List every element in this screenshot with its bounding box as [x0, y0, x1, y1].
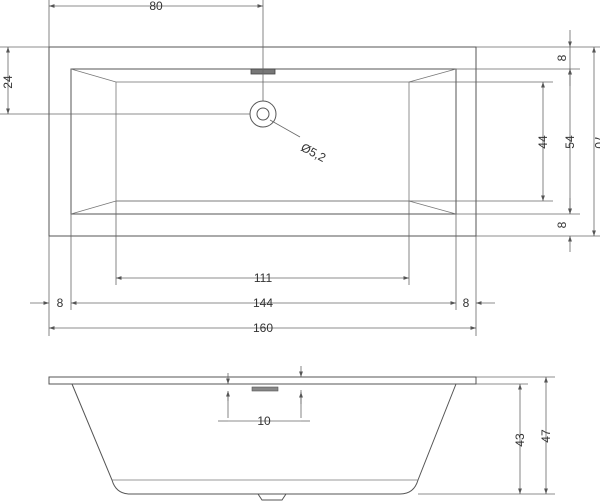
dim-24-label: 24: [1, 75, 15, 89]
side-body: [71, 383, 457, 495]
dim-rim-top-label: 8: [555, 54, 569, 61]
drain-diameter-label: Ø5,2: [299, 140, 329, 165]
dim-rim-right-label: 8: [463, 296, 470, 310]
drain-inner-icon: [256, 107, 270, 121]
dim-160-label: 160: [253, 321, 273, 335]
dim-80-label: 80: [149, 0, 163, 13]
top-view: Ø5,2 80 24 111 144 8 8 160: [0, 0, 600, 336]
side-rim: [48, 376, 477, 385]
tub-outer-rim: [48, 46, 477, 237]
basin-slope-lines: [70, 68, 457, 215]
drain-leader-line: [269, 119, 301, 138]
dim-rim-left-label: 8: [57, 296, 64, 310]
dim-111-label: 111: [254, 271, 273, 285]
dim-10-label: 10: [257, 414, 271, 428]
dim-144-label: 144: [253, 296, 273, 310]
dim-rim-bottom-label: 8: [555, 221, 569, 228]
tub-inner-top-edge: [70, 68, 457, 215]
dim-44-label: 44: [536, 135, 550, 149]
side-overflow: [251, 386, 279, 392]
tub-basin-floor: [115, 81, 410, 202]
dim-43-label: 43: [513, 433, 527, 447]
dim-70-label: 70: [592, 135, 600, 149]
dim-54-label: 54: [563, 135, 577, 149]
side-view: 10 43 47: [48, 366, 555, 501]
side-drain-bump: [257, 493, 287, 501]
drain-outer-icon: [249, 100, 277, 128]
dim-47-label: 47: [539, 429, 553, 443]
